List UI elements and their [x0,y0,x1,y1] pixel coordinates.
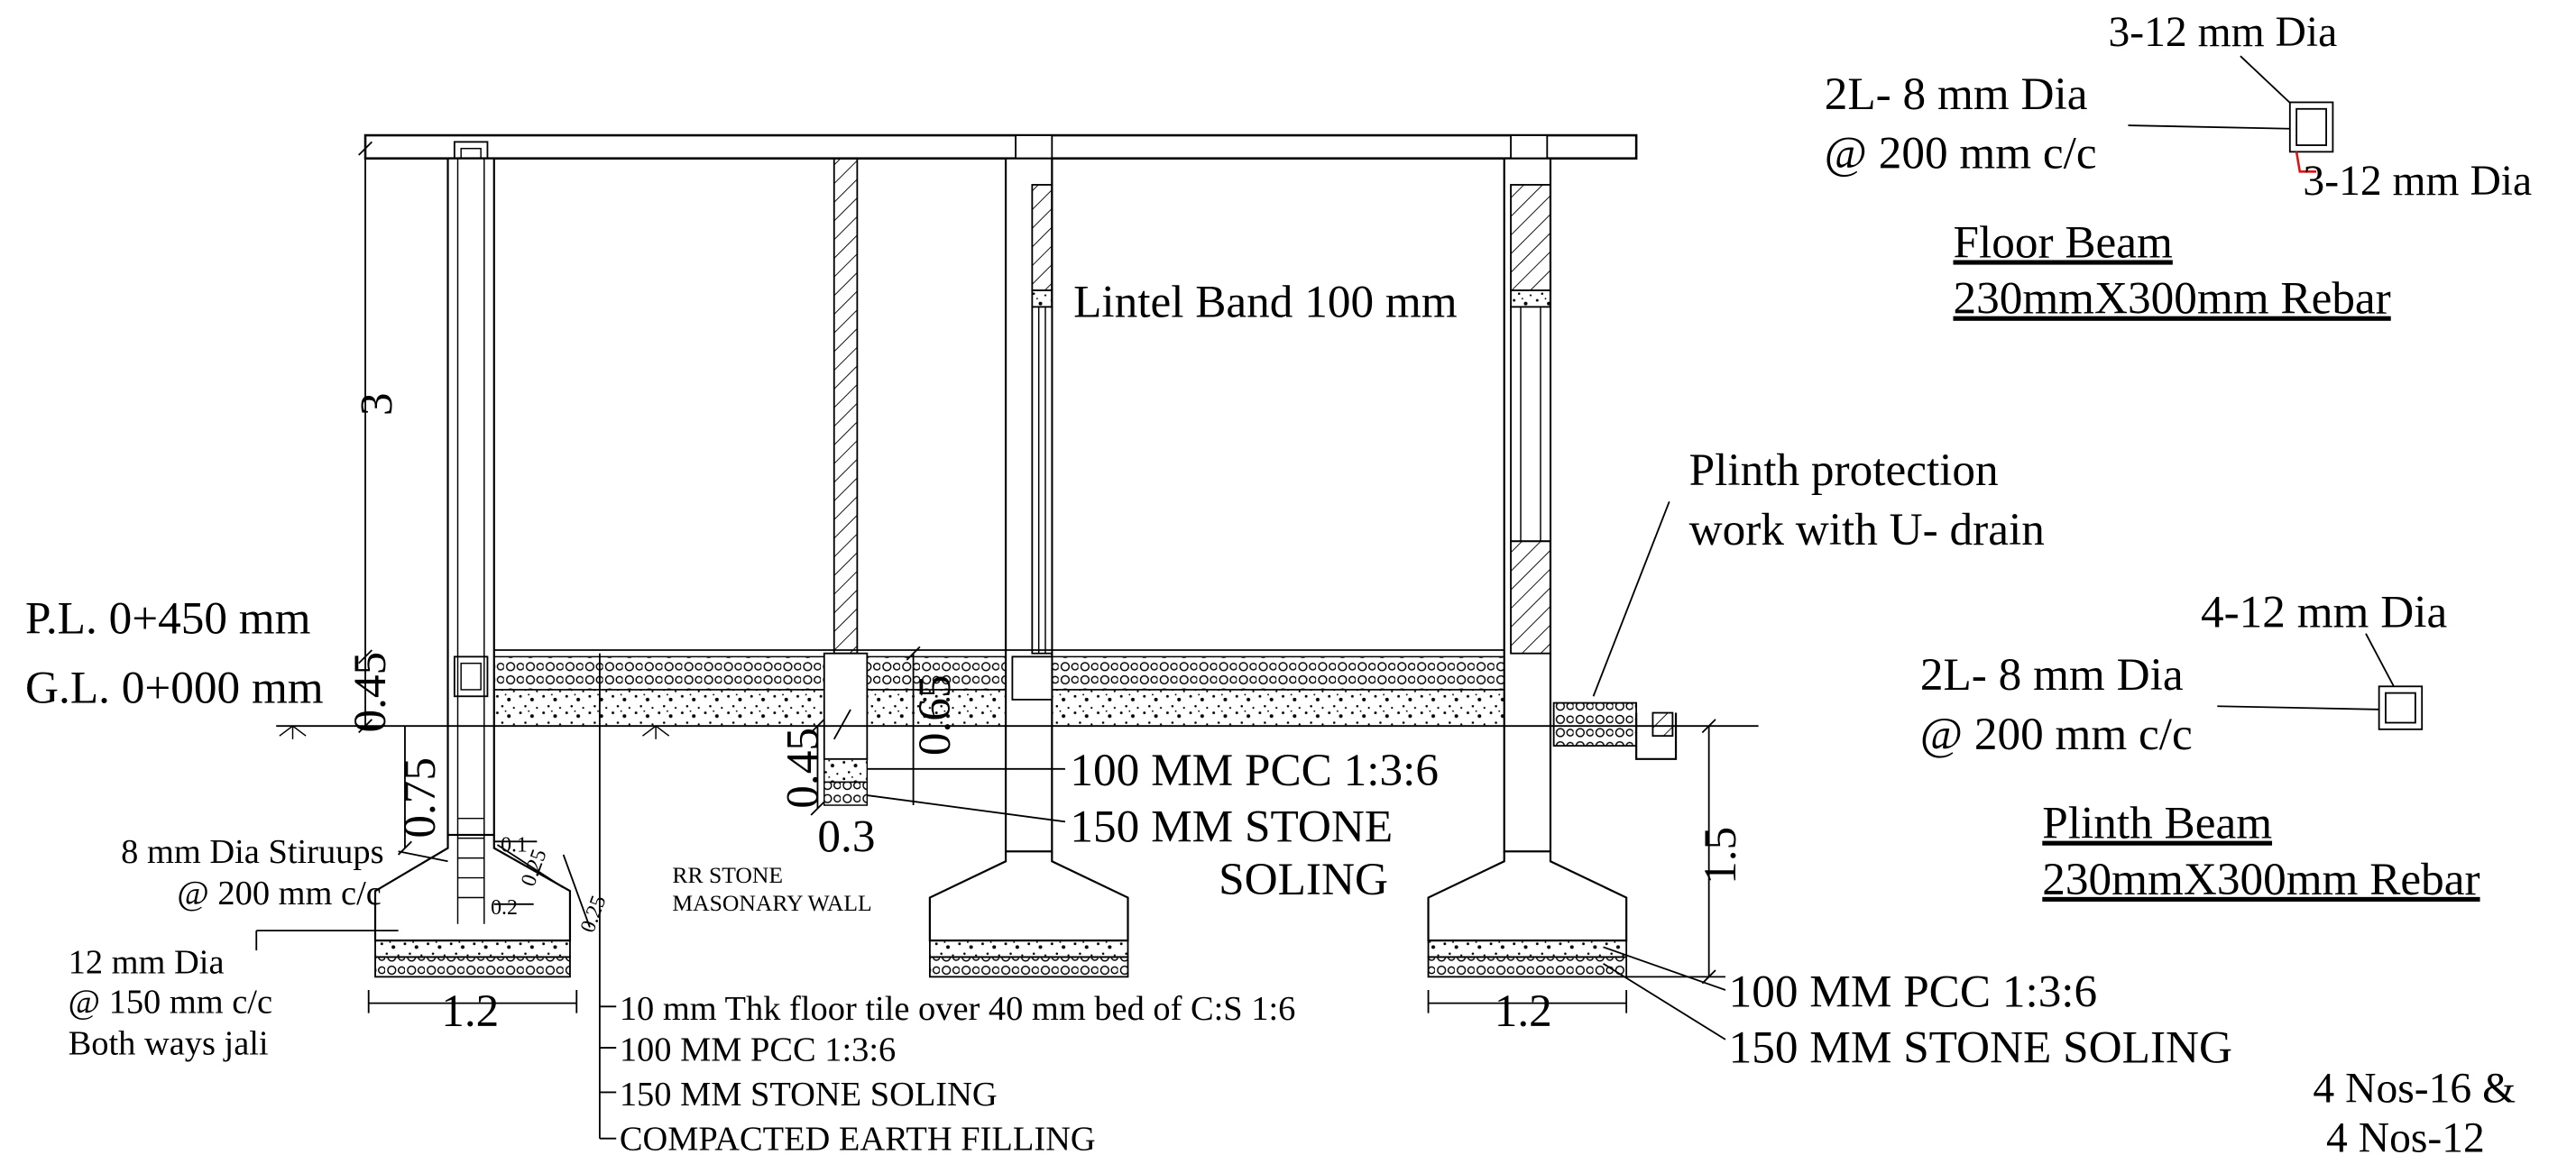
dim-plinth-height: 0.45 [345,652,396,733]
floor-beam-bar-bottom: 3-12 mm Dia [2303,158,2532,205]
dim-footing-depth-left: 0.75 [394,757,446,839]
floor-beam-bar-top: 3-12 mm Dia [2109,9,2338,56]
stirrups-label-line1: 8 mm Dia Stiruups [121,833,383,871]
footing-left [373,834,572,978]
roof-slab [363,133,1638,186]
floor-beam-title-line2: 230mmX300mm Rebar [1953,273,2390,325]
plinth-level-label: P.L. 0+450 mm [25,593,311,645]
dim-footing-width-left: 1.2 [441,985,499,1037]
dimension-lines [358,141,1725,1140]
dim-step-3: 0.2 [491,896,518,920]
floor-beam-stirrup-line2: @ 200 mm c/c [1825,128,2097,179]
jali-label-line1: 12 mm Dia [69,944,225,982]
plinth-protection-drain [1552,701,1678,760]
floor-beam-section [2288,101,2334,173]
dim-footing-depth-right: 1.5 [1695,827,1746,885]
footing-right [1427,851,1628,978]
floor-layer-earth: COMPACTED EARTH FILLING [620,1121,1096,1155]
rr-stone-label-line1: RR STONE [672,862,783,888]
pcc-right-label: 100 MM PCC 1:3:6 [1729,966,2098,1017]
dim-storey-height: 3 [351,393,402,417]
dim-wall-total: 0.65 [909,674,961,756]
pcc-mid-label: 100 MM PCC 1:3:6 [1070,745,1439,796]
rr-stone-masonry-wall [823,652,869,806]
rr-stone-label-line2: MASONARY WALL [672,890,871,916]
dim-footing-width-right: 1.2 [1495,985,1552,1037]
dim-wall-depth: 0.45 [777,728,828,809]
plinth-beam-title-line1: Plinth Beam [2042,798,2272,849]
wall-right [1510,184,1551,655]
plinth-beam-section [2378,685,2424,730]
floor-build-up [493,649,1505,727]
partition-wall [833,157,859,655]
floor-layer-pcc: 100 MM PCC 1:3:6 [620,1031,896,1069]
soling-mid-label-line1: 150 MM STONE [1070,801,1393,852]
plinth-beam-stirrup-line1: 2L- 8 mm Dia [1920,649,2184,701]
ground-line [276,725,1759,739]
column-bars-line2: 4 Nos-12 [2326,1114,2485,1155]
dim-wall-width: 0.3 [817,811,875,862]
floor-layer-soling: 150 MM STONE SOLING [620,1076,998,1114]
wall-middle [1031,184,1053,655]
column-left [446,157,495,924]
lintel-band-label: Lintel Band 100 mm [1073,276,1458,327]
ground-level-label: G.L. 0+000 mm [25,663,324,714]
plinth-beam-bars: 4-12 mm Dia [2201,586,2447,637]
plinth-beam-stirrup-line2: @ 200 mm c/c [1920,709,2193,760]
plinth-protection-line1: Plinth protection [1689,445,1999,496]
soling-right-label: 150 MM STONE SOLING [1729,1022,2232,1074]
floor-beam-stirrup-line1: 2L- 8 mm Dia [1825,69,2088,120]
column-bars-line1: 4 Nos-16 & [2313,1065,2516,1112]
jali-label-line3: Both ways jali [69,1024,269,1062]
footing-middle [928,851,1129,978]
floor-beam-title-line1: Floor Beam [1953,216,2172,268]
dim-step-4: 0.25 [576,893,612,936]
soling-mid-label-line2: SOLING [1219,854,1388,905]
plinth-protection-line2: work with U- drain [1689,504,2045,555]
stirrups-label-line2: @ 200 mm c/c [177,875,381,912]
leader-lines [255,55,2397,1040]
floor-layer-tile: 10 mm Thk floor tile over 40 mm bed of C… [620,990,1296,1028]
plinth-beam-title-line2: 230mmX300mm Rebar [2042,854,2479,905]
jali-label-line2: @ 150 mm c/c [69,984,272,1022]
dim-step-1: 0.1 [501,833,528,857]
